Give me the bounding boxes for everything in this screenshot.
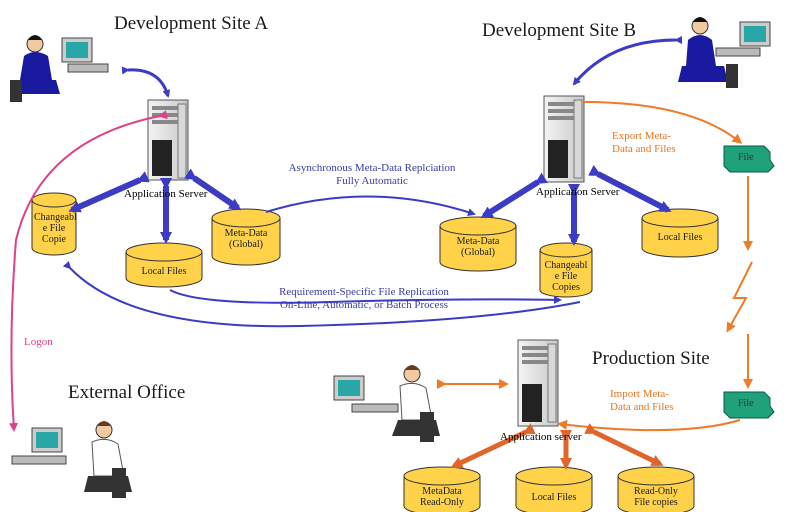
b-changeable-line-2: e File [554, 271, 578, 282]
workstation-site-b-icon [678, 17, 771, 88]
prod-readonly-line-2: File copies [634, 497, 678, 508]
workstation-external-icon [11, 421, 132, 498]
async-replication-label: Asynchronous Meta-Data Replciation Fully… [262, 162, 482, 188]
a-changeable-line-3: Copie [42, 234, 66, 245]
a-local-label: Local Files [141, 266, 187, 277]
file-import-text: File [738, 398, 754, 409]
prod-local-label: Local Files [531, 492, 577, 503]
prod-meta-line-1: MetaData [422, 486, 462, 497]
req-line-2: On-Line, Automatic, or Batch Process [279, 299, 449, 311]
cylinder-b-changeable [539, 242, 593, 298]
cylinder-prod-meta [403, 466, 481, 512]
req-line-1: Requirement-Specific File Replication [279, 286, 449, 298]
b-meta-label: Meta-Data (Global) [442, 236, 514, 258]
import-line-1: Import Meta- [610, 388, 669, 400]
cylinder-prod-local [515, 466, 593, 512]
cylinder-b-meta [439, 216, 517, 272]
cylinder-b-local [641, 208, 719, 258]
file-tag-export-icon [723, 145, 775, 173]
server-prod-label: Application server [500, 431, 582, 443]
prod-readonly-line-1: Read-Only [634, 486, 678, 497]
logon-label: Logon [24, 336, 53, 348]
import-line-2: Data and Files [610, 401, 674, 413]
a-meta-line-1: Meta-Data [224, 228, 268, 239]
b-changeable-line-1: Changeabl [544, 260, 588, 271]
b-changeable-label: Changeabl e File Copies [542, 260, 590, 293]
cylinder-a-local [125, 242, 203, 288]
b-changeable-line-3: Copies [552, 282, 580, 293]
prod-readonly-label: Read-Only File copies [620, 486, 692, 508]
workstation-production-icon [333, 365, 440, 442]
requirement-replication-label: Requirement-Specific File Replication On… [238, 286, 490, 312]
file-export-text: File [738, 152, 754, 163]
b-local-label: Local Files [657, 232, 703, 243]
async-line-2: Fully Automatic [336, 175, 408, 187]
b-meta-line-1: Meta-Data [456, 236, 500, 247]
export-line-2: Data and Files [612, 143, 676, 155]
cylinder-a-meta [211, 208, 281, 266]
async-line-1: Asynchronous Meta-Data Replciation [288, 162, 456, 174]
server-a-label: Application Server [124, 188, 208, 200]
b-meta-line-2: (Global) [461, 247, 495, 258]
server-b-label: Application Server [536, 186, 620, 198]
site-b-title: Development Site B [482, 20, 637, 41]
server-prod-icon [517, 339, 559, 427]
a-changeable-line-2: e File [42, 223, 66, 234]
a-changeable-label: Changeabl e File Copie [34, 212, 77, 245]
workstation-site-a-icon [10, 35, 109, 102]
server-a-icon [147, 99, 189, 181]
a-meta-line-2: (Global) [229, 239, 263, 250]
production-site-title: Production Site [592, 348, 710, 369]
export-line-1: Export Meta- [612, 130, 671, 142]
site-a-title: Development Site A [114, 13, 269, 34]
export-label: Export Meta- Data and Files [612, 130, 676, 156]
file-tag-import-icon [723, 391, 775, 419]
a-changeable-line-1: Changeabl [34, 212, 77, 223]
prod-meta-label: MetaData Read-Only [406, 486, 478, 508]
server-b-icon [543, 95, 585, 183]
cylinder-prod-readonly [617, 466, 695, 512]
a-meta-label: Meta-Data (Global) [214, 228, 278, 250]
prod-meta-line-2: Read-Only [420, 497, 464, 508]
import-label: Import Meta- Data and Files [610, 388, 674, 414]
